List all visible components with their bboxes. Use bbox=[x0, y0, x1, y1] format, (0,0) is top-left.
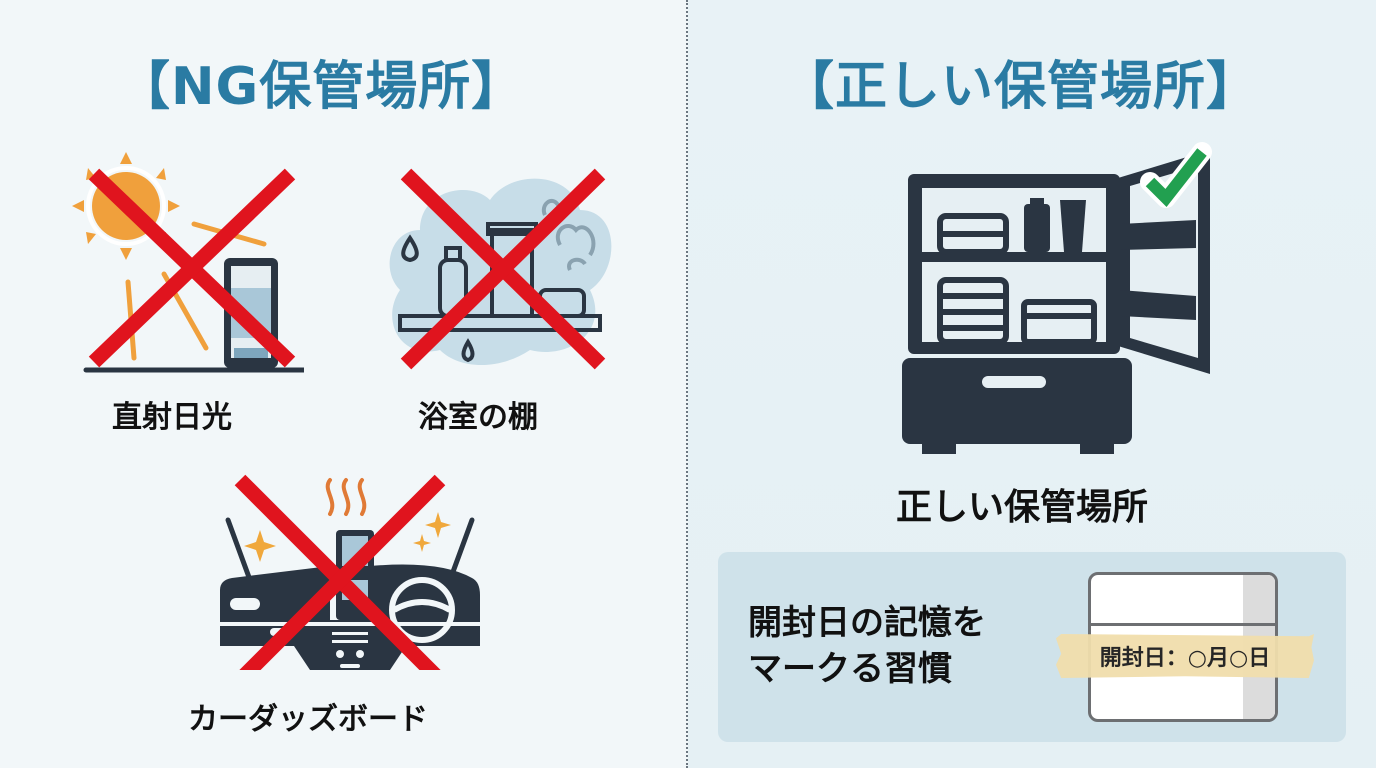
note-line-1: 開封日の記憶を bbox=[748, 603, 986, 643]
label-car-dashboard: カーダッズボード bbox=[188, 702, 428, 737]
bathroom-shelf-icon bbox=[389, 168, 612, 370]
cabinet-check-icon bbox=[902, 142, 1212, 454]
date-tape-label: 開封日：○月○日 bbox=[1056, 634, 1314, 678]
dotted-divider bbox=[686, 0, 688, 768]
label-bathroom-shelf: 浴室の棚 bbox=[418, 400, 538, 435]
opening-date-note: 開封日の記憶を マークる習慣 開封日：○月○日 bbox=[718, 552, 1346, 742]
ng-title: 【NG保管場所】 bbox=[118, 57, 525, 117]
sun-tube-icon bbox=[72, 152, 304, 373]
label-direct-sunlight: 直射日光 bbox=[112, 400, 232, 435]
car-dashboard-icon bbox=[220, 474, 480, 670]
correct-title: 【正しい保管場所】 bbox=[782, 57, 1260, 117]
note-line-2: マークる習慣 bbox=[748, 649, 952, 689]
jar-lid-line bbox=[1091, 623, 1275, 626]
label-correct-location: 正しい保管場所 bbox=[896, 487, 1149, 528]
note-text: 開封日の記憶を マークる習慣 bbox=[748, 600, 986, 692]
